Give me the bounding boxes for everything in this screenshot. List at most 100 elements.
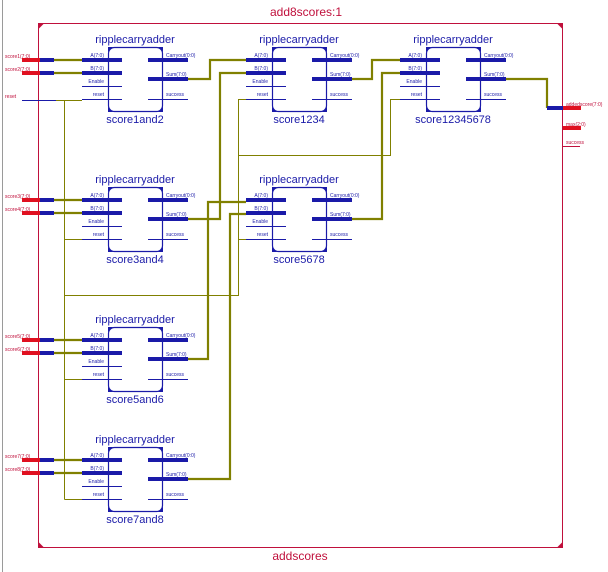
pin-carryout[interactable] — [312, 198, 352, 202]
pin-label-enable: Enable — [252, 219, 268, 225]
pin-label-sum: Sum(7:0) — [166, 212, 187, 218]
adder-block-score3and4[interactable]: ripplecarryadderA(7:0)B(7:0)EnableresetC… — [82, 174, 196, 266]
pin-sum[interactable] — [148, 217, 188, 221]
pin-label-carryout: Carryout(0:0) — [166, 53, 196, 59]
top-instance-label: add8scores:1 — [270, 5, 342, 19]
corner-marker — [322, 47, 327, 52]
pin-a[interactable] — [82, 198, 122, 202]
pin-b[interactable] — [246, 71, 286, 75]
input-port-score2[interactable]: score2(7:0) — [5, 67, 54, 75]
pin-label-success: success — [166, 492, 185, 498]
sum-wire — [162, 71, 246, 221]
corner-marker — [476, 107, 481, 112]
pin-b[interactable] — [246, 211, 286, 215]
input-port-reset[interactable]: reset — [5, 94, 56, 101]
input-port-score5[interactable]: score5(7:0) — [5, 334, 54, 342]
pin-label-a: A(7:0) — [408, 53, 422, 59]
pin-label-enable: Enable — [88, 219, 104, 225]
pin-label-carryout: Carryout(0:0) — [166, 333, 196, 339]
adder-block-score1234[interactable]: ripplecarryadderA(7:0)B(7:0)EnableresetC… — [246, 34, 360, 126]
corner-marker — [272, 187, 277, 192]
frame-corner-br — [557, 542, 563, 548]
port-marker[interactable] — [563, 126, 581, 130]
pin-a[interactable] — [400, 58, 440, 62]
pin-b[interactable] — [400, 71, 440, 75]
output-port-success[interactable]: success — [563, 140, 585, 147]
port-marker[interactable] — [22, 58, 40, 62]
adder-block-score5and6[interactable]: ripplecarryadderA(7:0)B(7:0)EnableresetC… — [82, 314, 196, 406]
adder-block-score5678[interactable]: ripplecarryadderA(7:0)B(7:0)EnableresetC… — [246, 174, 360, 266]
adder-block-score12345678[interactable]: ripplecarryadderA(7:0)B(7:0)EnableresetC… — [400, 34, 514, 126]
port-marker[interactable] — [22, 211, 40, 215]
pin-carryout[interactable] — [148, 58, 188, 62]
port-marker[interactable] — [22, 458, 40, 462]
pin-b[interactable] — [82, 211, 122, 215]
output-port-max[interactable]: max(2:0) — [563, 122, 586, 130]
input-port-score4[interactable]: score4(7:0) — [5, 207, 54, 215]
port-bus — [40, 198, 54, 202]
input-port-score1[interactable]: score1(7:0) — [5, 54, 54, 62]
corner-marker — [272, 107, 277, 112]
input-port-score6[interactable]: score6(7:0) — [5, 347, 54, 355]
block-type-label: ripplecarryadder — [95, 434, 175, 446]
pin-label-reset: reset — [257, 92, 269, 98]
input-port-score7[interactable]: score7(7:0) — [5, 454, 54, 462]
corner-marker — [108, 327, 113, 332]
block-instance-name: score1and2 — [106, 114, 164, 126]
adder-block-score7and8[interactable]: ripplecarryadderA(7:0)B(7:0)EnableresetC… — [82, 434, 196, 526]
pin-sum[interactable] — [312, 77, 352, 81]
pin-label-sum: Sum(7:0) — [166, 72, 187, 78]
port-marker[interactable] — [563, 106, 581, 110]
pin-a[interactable] — [82, 338, 122, 342]
output-port-addedscore[interactable]: addedscore(7:0) — [547, 102, 603, 110]
pin-label-carryout: Carryout(0:0) — [330, 53, 360, 59]
pin-label-sum: Sum(7:0) — [330, 72, 351, 78]
pin-sum[interactable] — [148, 357, 188, 361]
pin-label-sum: Sum(7:0) — [166, 472, 187, 478]
pin-label-a: A(7:0) — [90, 193, 104, 199]
port-marker[interactable] — [22, 71, 40, 75]
pin-label-success: success — [330, 232, 349, 238]
input-port-score3[interactable]: score3(7:0) — [5, 194, 54, 202]
block-type-label: ripplecarryadder — [95, 34, 175, 46]
pin-label-reset: reset — [93, 232, 105, 238]
pin-sum[interactable] — [148, 477, 188, 481]
pin-carryout[interactable] — [466, 58, 506, 62]
pin-label-enable: Enable — [252, 79, 268, 85]
pin-label-sum: Sum(7:0) — [484, 72, 505, 78]
pin-sum[interactable] — [148, 77, 188, 81]
pin-a[interactable] — [82, 458, 122, 462]
pin-carryout[interactable] — [148, 338, 188, 342]
pin-carryout[interactable] — [312, 58, 352, 62]
pin-a[interactable] — [246, 198, 286, 202]
pin-label-success: success — [166, 372, 185, 378]
pin-label-b: B(7:0) — [90, 466, 104, 472]
block-instance-name: score5and6 — [106, 394, 164, 406]
port-marker[interactable] — [22, 338, 40, 342]
adder-block-score1and2[interactable]: ripplecarryadderA(7:0)B(7:0)EnableresetC… — [82, 34, 196, 126]
input-port-label: score2(7:0) — [5, 67, 31, 73]
pin-a[interactable] — [246, 58, 286, 62]
pin-carryout[interactable] — [148, 198, 188, 202]
port-bus — [40, 458, 54, 462]
port-marker[interactable] — [22, 198, 40, 202]
corner-marker — [158, 327, 163, 332]
corner-marker — [108, 247, 113, 252]
port-marker[interactable] — [22, 471, 40, 475]
corner-marker — [108, 387, 113, 392]
block-instance-name: score12345678 — [415, 114, 491, 126]
pin-carryout[interactable] — [148, 458, 188, 462]
pin-b[interactable] — [82, 471, 122, 475]
pin-a[interactable] — [82, 58, 122, 62]
input-port-score8[interactable]: score8(7:0) — [5, 467, 54, 475]
port-bus — [40, 58, 54, 62]
pin-label-b: B(7:0) — [90, 206, 104, 212]
pin-b[interactable] — [82, 351, 122, 355]
port-marker[interactable] — [22, 351, 40, 355]
pin-sum[interactable] — [466, 77, 506, 81]
corner-marker — [108, 507, 113, 512]
pin-b[interactable] — [82, 71, 122, 75]
block-type-label: ripplecarryadder — [413, 34, 493, 46]
pin-sum[interactable] — [312, 217, 352, 221]
pin-label-success: success — [484, 92, 503, 98]
